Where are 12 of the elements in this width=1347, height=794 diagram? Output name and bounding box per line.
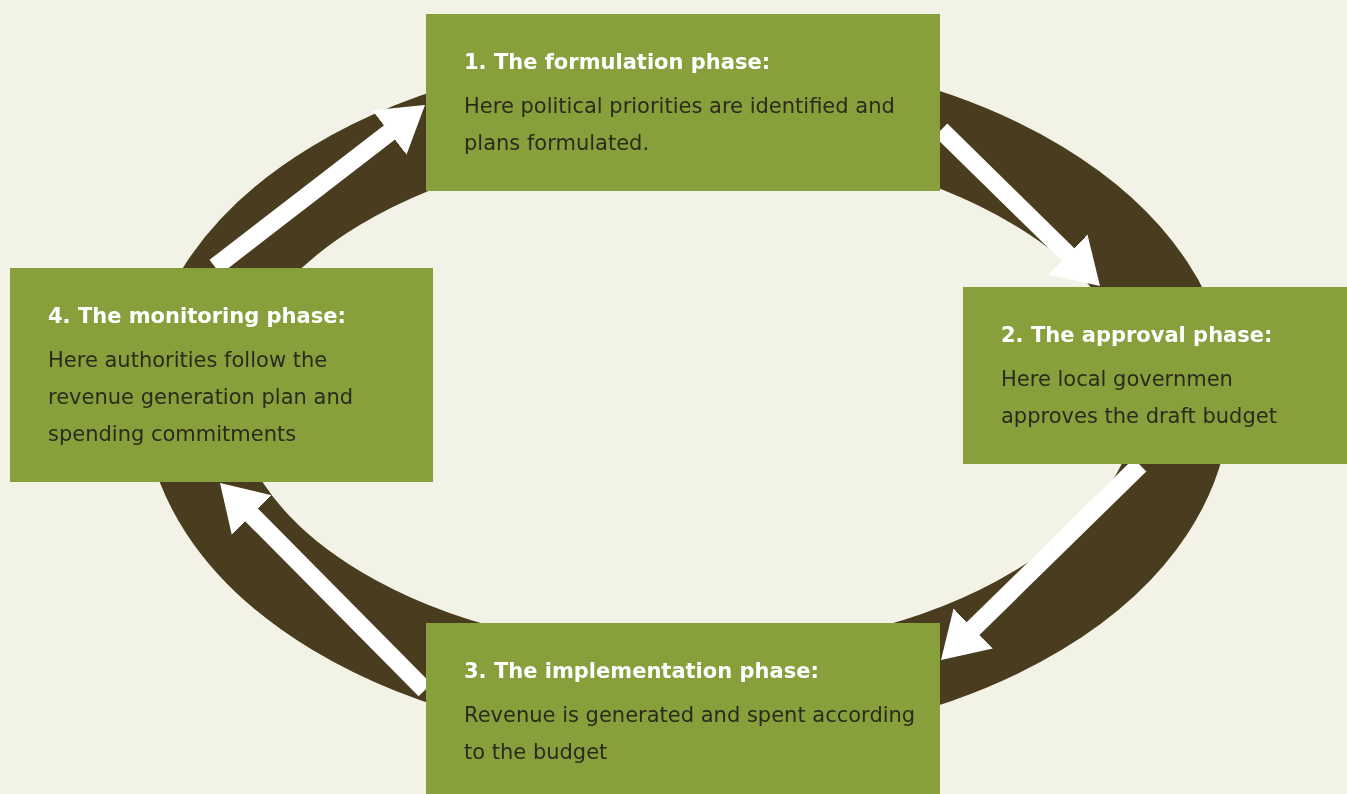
phase-description: Here local governmen approves the draft budget [1001, 366, 1278, 430]
phase-title: 2. The approval phase: [1001, 322, 1274, 349]
phase-title: 4. The monitoring phase: [48, 303, 347, 330]
phase-box [426, 14, 940, 191]
phase-description: Here authorities follow the revenue generation plan and spending commitments [48, 347, 355, 448]
phase-box [426, 623, 940, 794]
phase-description: Here political priorities are identified and plans formulated. [464, 93, 896, 157]
phase-title: 3. The implementation phase: [464, 658, 820, 685]
phase-title: 1. The formulation phase: [464, 49, 772, 76]
phase-box [963, 287, 1347, 464]
phase-description: Revenue is generated and spent according to the budget [464, 702, 917, 766]
phase-box [10, 268, 433, 482]
